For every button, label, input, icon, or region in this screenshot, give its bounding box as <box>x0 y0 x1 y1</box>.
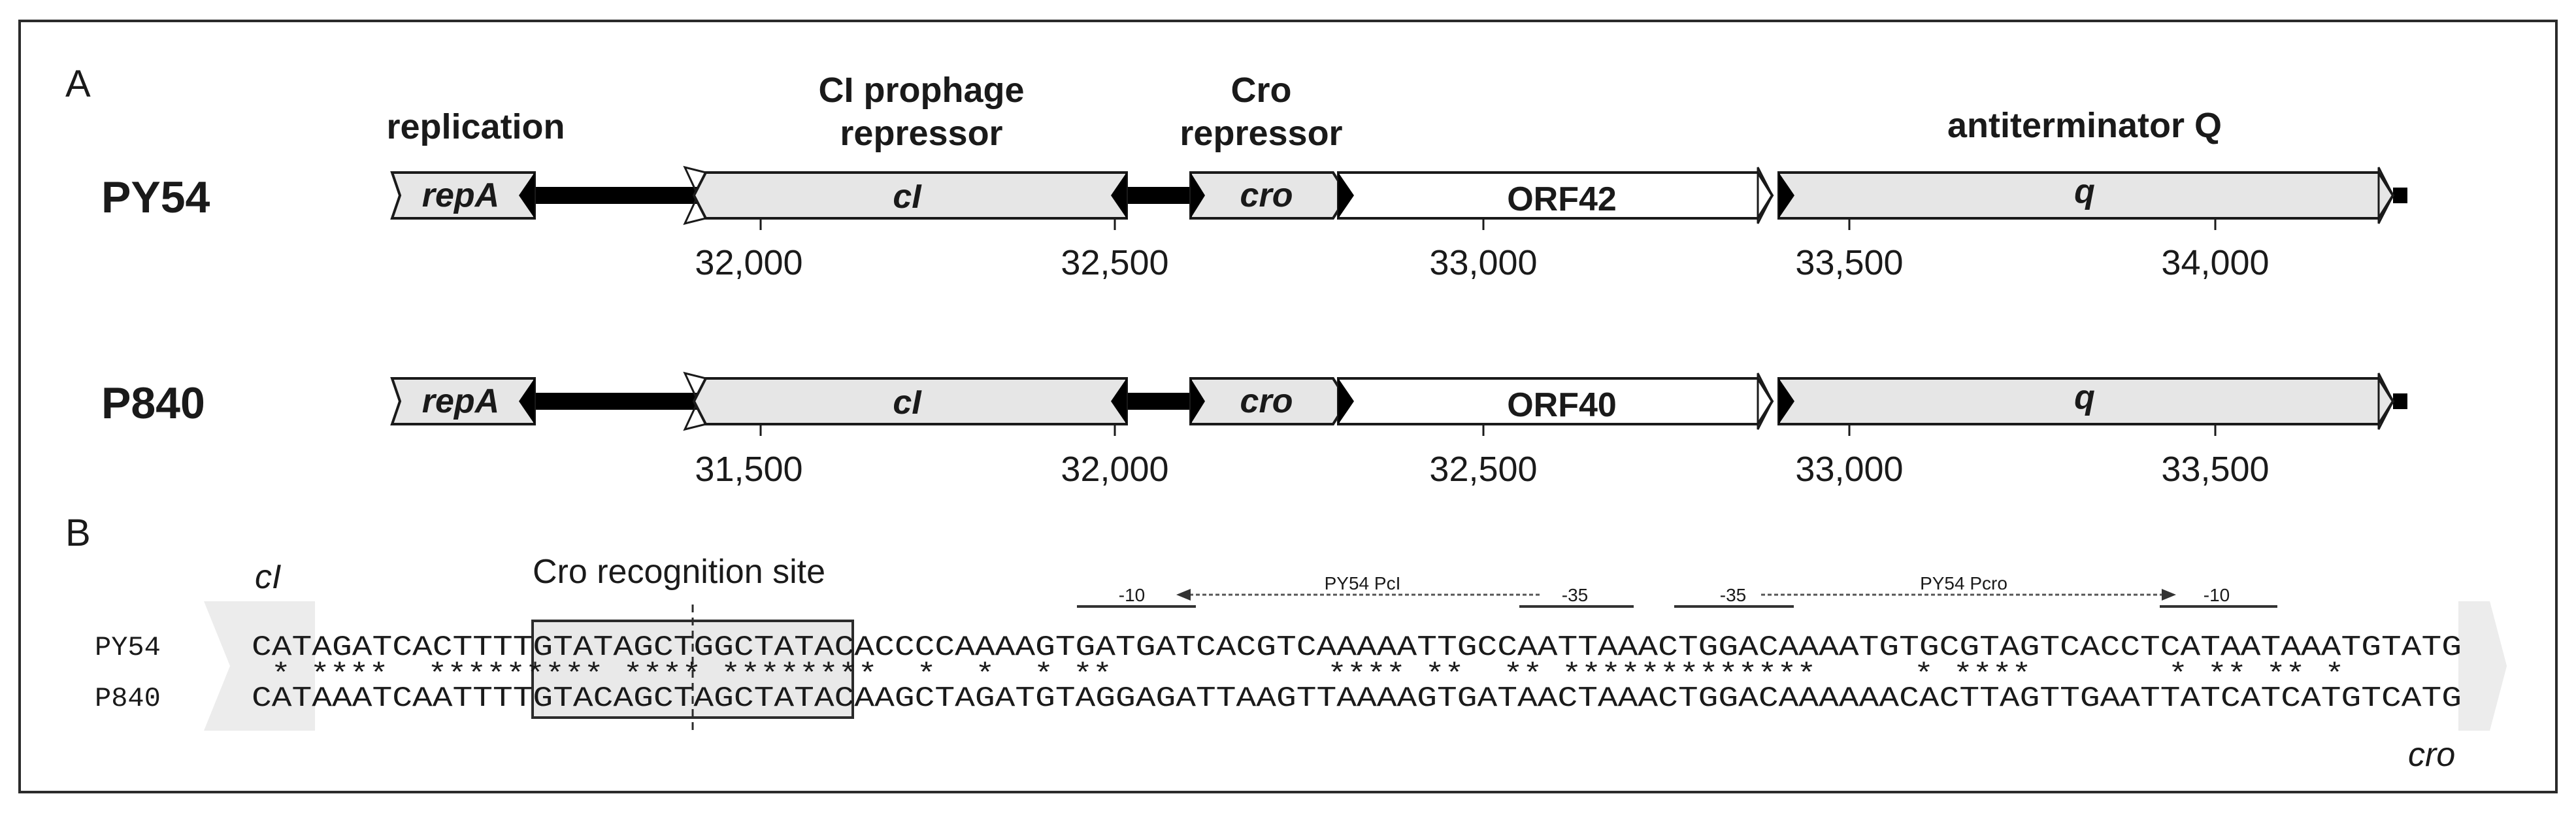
seq-identity-line: * **** ********* **** ******** * * * ** … <box>252 659 2462 691</box>
genome-end-cap <box>2393 393 2407 409</box>
gene-label: repA <box>422 382 499 420</box>
seq-name-py54: PY54 <box>95 632 161 663</box>
region-label-cro-line2: repressor <box>1180 114 1342 153</box>
gene-ci: cI <box>683 371 1128 431</box>
ci-gene-label: cI <box>255 558 281 596</box>
promoter-pcl: -10 PY54 PcI -35 <box>1077 573 1634 608</box>
gene-label: ORF40 <box>1507 386 1617 424</box>
seq-py54: CATAGATCACTTTTGTATAGCTGGCTATACACCCCAAAAG… <box>252 631 2462 664</box>
cro-gene-label: cro <box>2408 736 2455 774</box>
gene-orf42: ORF42 <box>1337 167 1774 224</box>
minus10-label: -10 <box>1119 585 1145 605</box>
tick-label: 32,000 <box>1061 450 1168 489</box>
gene-map-track-py54: PY54 repA cI cro ORF42 <box>101 165 2407 282</box>
region-label-replication: replication <box>386 107 565 146</box>
seq-p840: CATAAATCAATTTTGTACAGCTAGCTATACAAGCTAGATG… <box>252 682 2462 715</box>
gene-cro: cro <box>1189 171 1349 220</box>
gene-label: cro <box>1240 176 1293 214</box>
gene-repa: repA <box>390 377 536 425</box>
minus10-label: -10 <box>2204 585 2230 605</box>
cro-recognition-site-label: Cro recognition site <box>533 553 825 591</box>
gene-label: cI <box>893 178 922 216</box>
tick-label: 34,000 <box>2161 243 2269 282</box>
gene-label: cro <box>1240 382 1293 420</box>
seq-name-p840: P840 <box>95 683 161 714</box>
region-label-ci-line1: CI prophage <box>818 71 1024 110</box>
gene-label: q <box>2074 378 2095 416</box>
gene-q: q <box>1777 373 2395 430</box>
tick-label: 32,500 <box>1061 243 1168 282</box>
gene-label: q <box>2074 173 2095 210</box>
gene-ci: cI <box>683 165 1128 225</box>
panel-b-label: B <box>65 512 91 554</box>
gene-label: cI <box>893 384 922 422</box>
coordinate-axis: 32,000 32,500 33,000 33,500 34,000 <box>695 218 2270 282</box>
gene-cro: cro <box>1189 377 1349 425</box>
tick-label: 33,500 <box>2161 450 2269 489</box>
minus35-label: -35 <box>1562 585 1588 605</box>
region-label-cro-line1: Cro <box>1231 71 1292 110</box>
promoter-label: PY54 Pcro <box>1920 573 2007 593</box>
tick-label: 33,000 <box>1795 450 1903 489</box>
track-name: PY54 <box>101 173 210 222</box>
track-name: P840 <box>101 378 205 428</box>
tick-label: 33,500 <box>1795 243 1903 282</box>
gene-label: repA <box>422 176 499 214</box>
genome-end-cap <box>2393 188 2407 203</box>
tick-label: 32,000 <box>695 243 802 282</box>
promoter-pcro: -35 PY54 Pcro -10 <box>1674 573 2277 608</box>
sequence-alignment: PY54 CATAGATCACTTTTGTATAGCTGGCTATACACCCC… <box>95 631 2462 715</box>
gene-label: ORF42 <box>1507 180 1617 218</box>
tick-label: 33,000 <box>1429 243 1537 282</box>
gene-repa: repA <box>390 171 536 220</box>
region-label-ci-line2: repressor <box>840 114 1002 153</box>
minus35-label: -35 <box>1720 585 1746 605</box>
ci-direction-arrow <box>204 601 315 731</box>
gene-orf40: ORF40 <box>1337 373 1774 430</box>
coordinate-axis: 31,500 32,000 32,500 33,000 33,500 <box>695 424 2270 489</box>
gene-q: q <box>1777 167 2395 224</box>
tick-label: 32,500 <box>1429 450 1537 489</box>
figure-frame <box>18 20 2558 793</box>
gene-map-track-p840: P840 repA cI cro ORF40 <box>101 371 2407 489</box>
panel-a-label: A <box>65 63 91 105</box>
tick-label: 31,500 <box>695 450 802 489</box>
promoter-label: PY54 PcI <box>1325 573 1401 593</box>
region-label-antiterminator: antiterminator Q <box>1947 106 2222 145</box>
